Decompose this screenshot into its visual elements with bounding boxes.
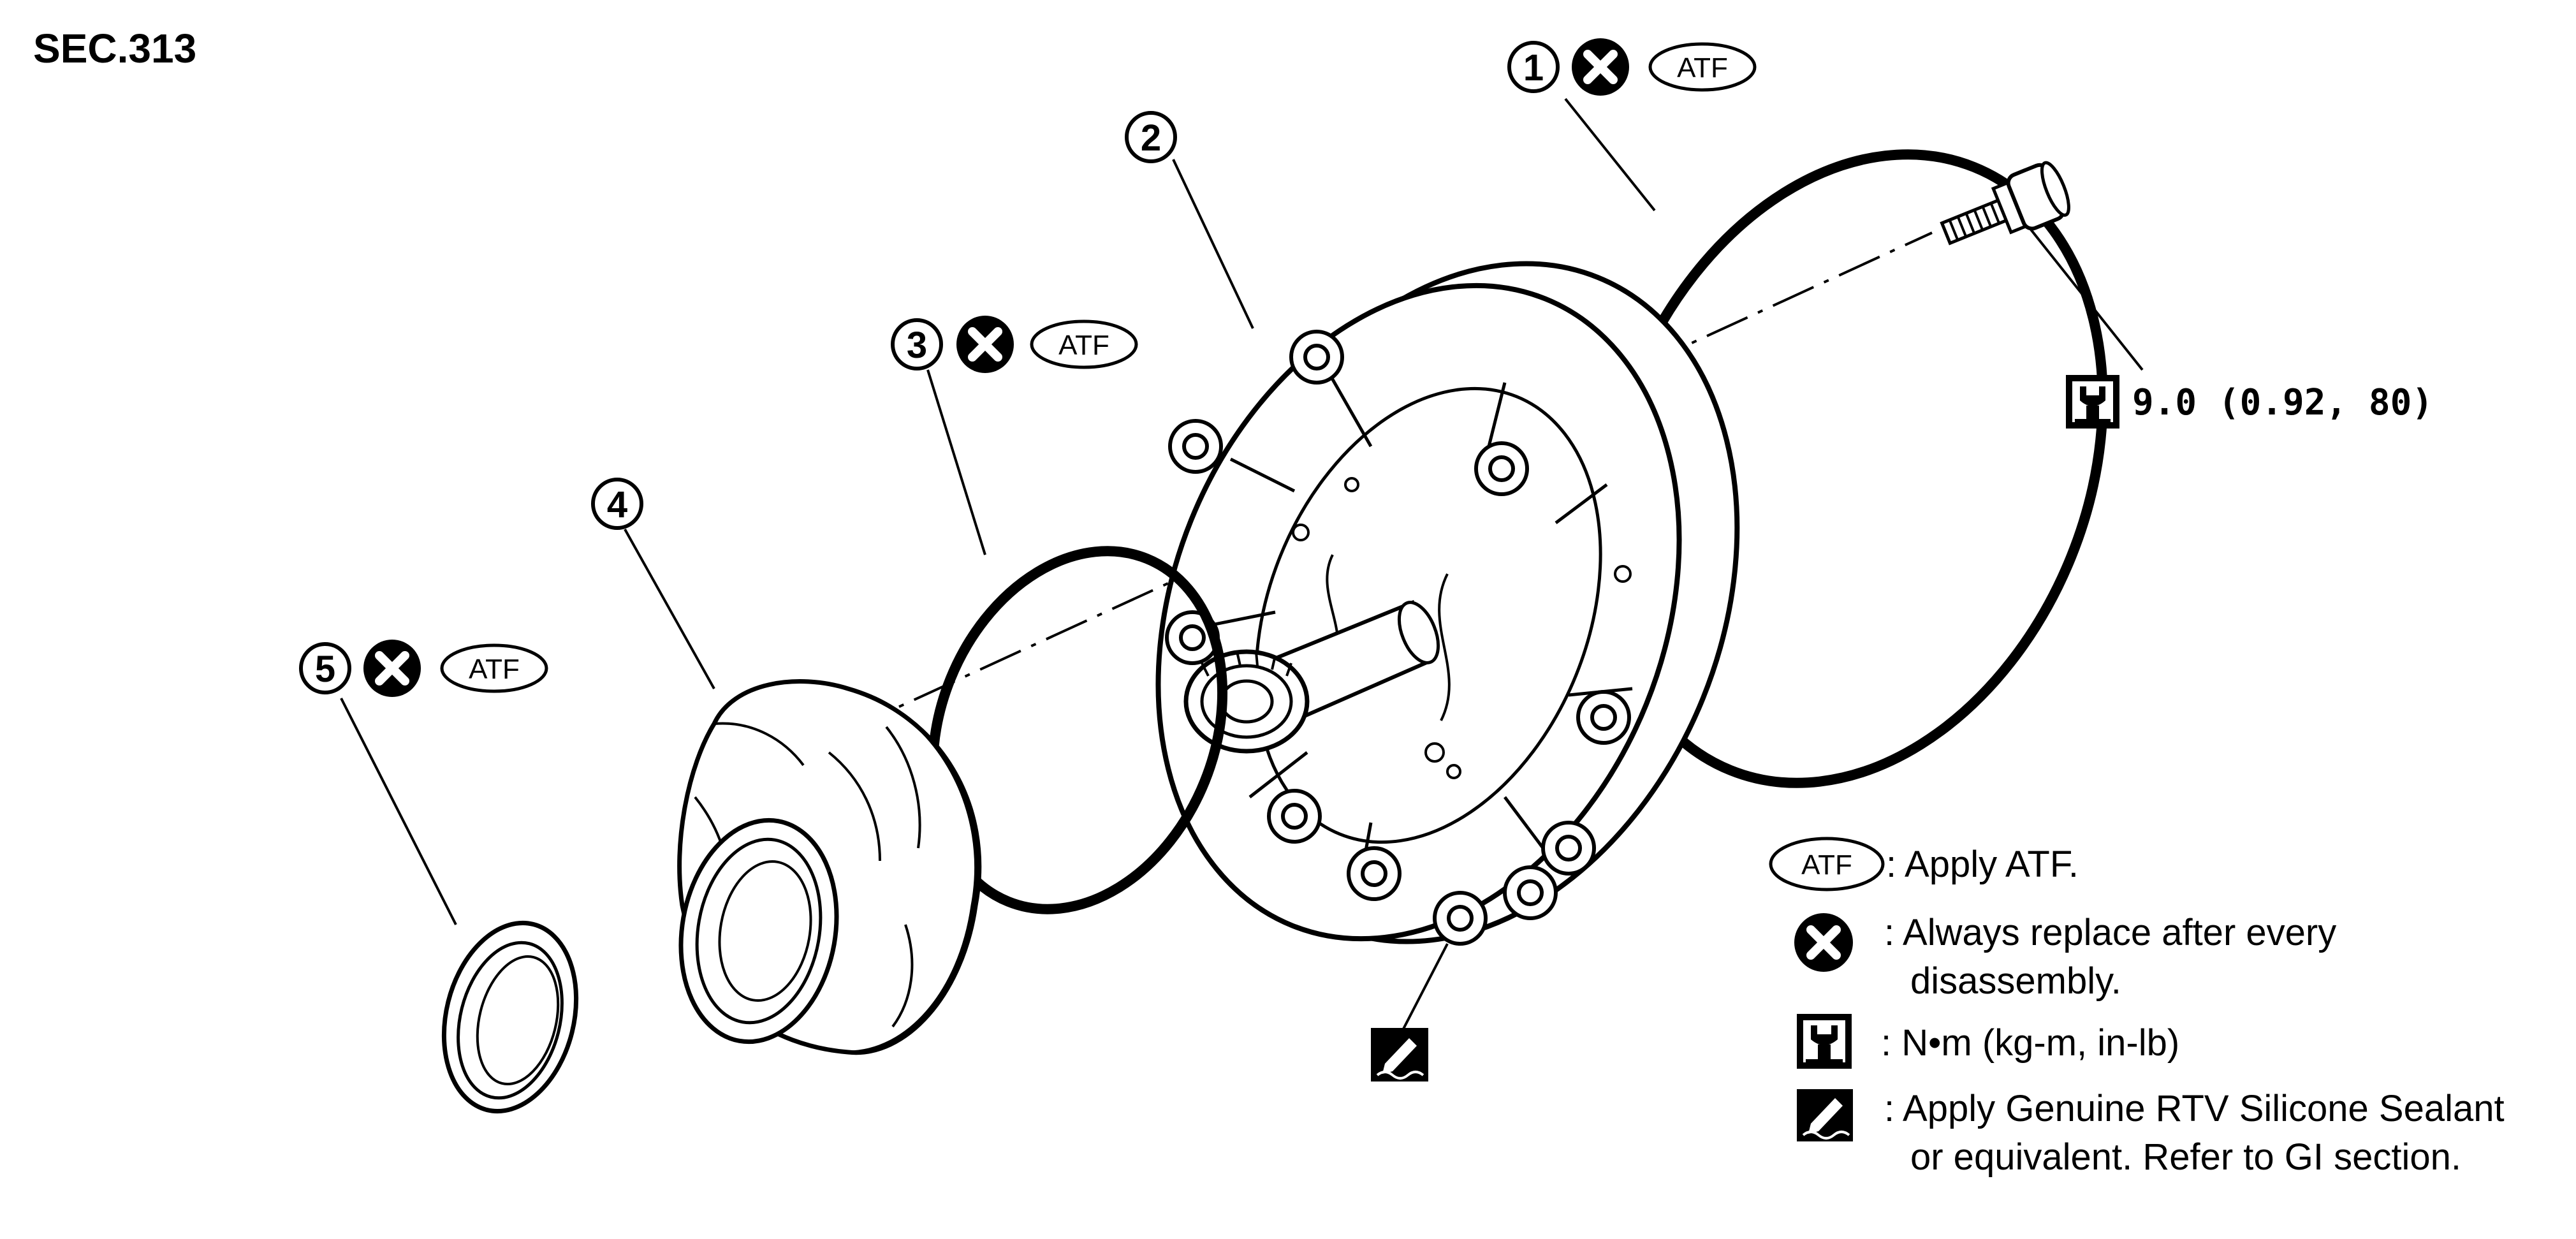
legend-sealant-row: : Apply Genuine RTV Silicone Sealant or … xyxy=(1797,1088,2505,1178)
atf-badge: ATF xyxy=(469,654,520,685)
callout-number: 1 xyxy=(1523,47,1544,89)
torque-value: 9.0 (0.92, 80) xyxy=(2132,382,2433,423)
legend-sealant-text-2: or equivalent. Refer to GI section. xyxy=(1910,1136,2461,1178)
legend-atf-row: ATF : Apply ATF. xyxy=(1769,837,2079,891)
replace-x-icon xyxy=(1572,38,1629,96)
legend-atf-symbol: ATF xyxy=(1801,849,1852,881)
torque-wrench-icon xyxy=(2066,375,2119,429)
part-2-oil-pump-cover xyxy=(1155,261,1740,946)
torque-wrench-icon xyxy=(1797,1014,1852,1069)
legend-replace-text-2: disassembly. xyxy=(1910,960,2121,1002)
legend-replace-text-1: : Always replace after every xyxy=(1884,912,2336,953)
legend-replace-row: : Always replace after every disassembly… xyxy=(1794,912,2336,1002)
sealant-applicator-icon xyxy=(1371,1028,1428,1081)
part-4-oil-pump-housing xyxy=(677,679,982,1055)
replace-x-icon xyxy=(363,640,421,697)
callout-2: 2 xyxy=(1125,111,1177,163)
leader-lines xyxy=(340,98,2144,1037)
part-5-oil-seal xyxy=(441,920,579,1114)
replace-x-icon xyxy=(956,316,1014,373)
legend-torque-text: : N•m (kg-m, in-lb) xyxy=(1881,1022,2179,1064)
legend: ATF : Apply ATF. : Always replace after … xyxy=(1769,837,2505,1178)
atf-badge: ATF xyxy=(1058,330,1109,361)
callout-5: 5 ATF xyxy=(299,640,548,697)
replace-x-icon xyxy=(1794,913,1853,972)
callout-number: 5 xyxy=(315,649,335,690)
callout-1: 1 ATF xyxy=(1507,38,1757,96)
callout-number: 2 xyxy=(1141,117,1161,159)
section-title: SEC.313 xyxy=(33,26,196,71)
callout-number: 3 xyxy=(907,325,927,366)
part-3-o-ring xyxy=(927,546,1228,914)
callout-3: 3 ATF xyxy=(891,316,1138,373)
callout-4: 4 xyxy=(591,478,643,530)
torque-spec: 9.0 (0.92, 80) xyxy=(2066,375,2433,429)
bolt xyxy=(1940,161,2070,246)
legend-sealant-text-1: : Apply Genuine RTV Silicone Sealant xyxy=(1884,1088,2505,1129)
legend-atf-text: : Apply ATF. xyxy=(1886,844,2079,885)
atf-badge: ATF xyxy=(1677,52,1728,84)
sealant-applicator-icon xyxy=(1797,1089,1853,1141)
callout-number: 4 xyxy=(607,484,627,525)
legend-torque-row: : N•m (kg-m, in-lb) xyxy=(1797,1014,2179,1069)
